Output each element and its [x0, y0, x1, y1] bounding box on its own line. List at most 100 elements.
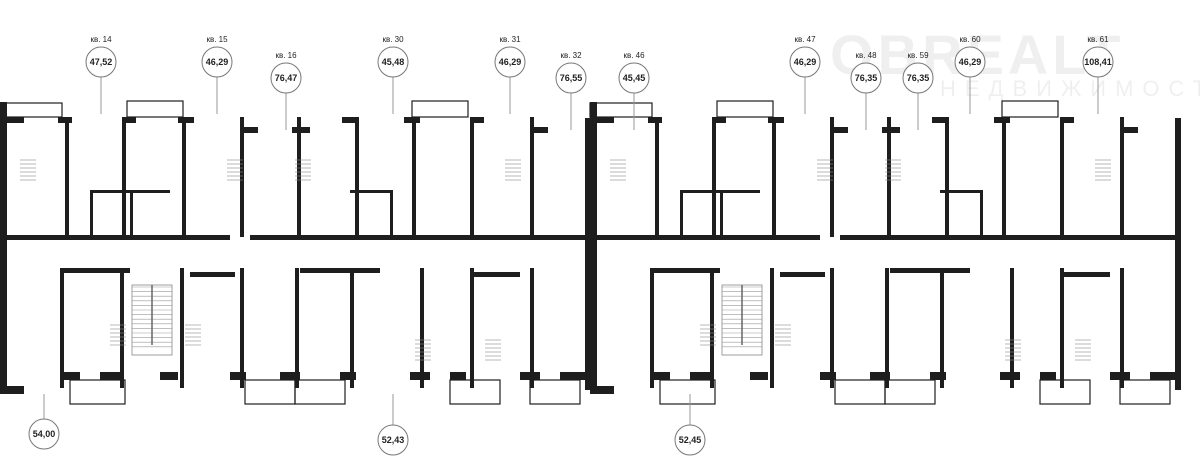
- wall: [690, 372, 710, 380]
- apartment-number: кв. 14: [90, 35, 112, 44]
- wall: [560, 372, 586, 380]
- area-circle: [494, 46, 526, 78]
- wall: [90, 190, 130, 193]
- wall: [1040, 372, 1056, 380]
- wall: [885, 268, 889, 388]
- apartment-number: кв. 47: [794, 35, 816, 44]
- apartment-number: кв. 31: [499, 35, 521, 44]
- wall: [160, 372, 178, 380]
- wall: [350, 190, 390, 193]
- wall: [650, 372, 670, 380]
- balcony: [449, 379, 501, 405]
- wall: [0, 117, 24, 123]
- wall: [530, 268, 534, 388]
- wall: [60, 268, 64, 388]
- area-circle: [1082, 46, 1114, 78]
- balcony: [834, 379, 886, 405]
- wall: [820, 372, 836, 380]
- apartment-number: кв. 30: [382, 35, 404, 44]
- wall: [945, 117, 949, 237]
- area-circle: [902, 62, 934, 94]
- wall: [770, 268, 774, 388]
- balcony: [529, 379, 581, 405]
- wall: [530, 117, 534, 237]
- wall: [90, 190, 93, 235]
- apartment-number: кв. 32: [560, 51, 582, 60]
- wall: [240, 117, 244, 237]
- wall: [342, 117, 356, 123]
- balcony: [659, 379, 716, 405]
- apartment-area: 76,55: [560, 73, 583, 83]
- wall: [890, 268, 970, 273]
- wall: [1060, 272, 1110, 277]
- wall: [1120, 127, 1138, 133]
- wall: [980, 190, 983, 235]
- apartment-area: 76,35: [855, 73, 878, 83]
- wall: [750, 372, 768, 380]
- wall: [680, 190, 720, 193]
- wall: [1060, 117, 1074, 123]
- apartment-area: 76,35: [907, 73, 930, 83]
- wall: [840, 235, 1180, 240]
- wall: [930, 372, 946, 380]
- wall: [350, 268, 354, 388]
- wall: [300, 268, 380, 273]
- wall: [940, 190, 980, 193]
- stairs: [20, 159, 1111, 361]
- wall: [590, 386, 614, 394]
- wall: [520, 372, 540, 380]
- wall: [130, 190, 133, 235]
- wall: [870, 372, 890, 380]
- apartment-area: 46,29: [499, 57, 522, 67]
- apartment-number: кв. 60: [959, 35, 981, 44]
- wall: [887, 117, 891, 237]
- apartment-area: 46,29: [206, 57, 229, 67]
- apartment-number: кв. 46: [623, 51, 645, 60]
- wall: [1010, 268, 1014, 388]
- wall: [655, 117, 659, 237]
- wall: [585, 118, 591, 390]
- apartment-callout: кв. 15 46,29: [201, 35, 233, 114]
- wall: [830, 127, 848, 133]
- apartment-number: кв. 61: [1087, 35, 1109, 44]
- wall: [780, 272, 825, 277]
- area-circle: [789, 46, 821, 78]
- wall: [410, 372, 430, 380]
- wall: [1060, 268, 1064, 388]
- balcony: [1039, 379, 1091, 405]
- wall: [940, 268, 944, 388]
- area-circle: [377, 46, 409, 78]
- apartment-callout: кв. 32 76,55: [555, 51, 587, 130]
- balcony: [1119, 379, 1171, 405]
- wall: [712, 117, 716, 237]
- apartment-area: 45,45: [623, 73, 646, 83]
- balcony: [126, 100, 184, 118]
- wall: [240, 268, 244, 388]
- area-circle: [555, 62, 587, 94]
- apartment-area: 76,47: [275, 73, 298, 83]
- wall: [240, 127, 258, 133]
- balcony: [884, 379, 936, 405]
- wall: [297, 117, 301, 237]
- balcony: [589, 102, 653, 118]
- wall: [470, 117, 484, 123]
- wall: [650, 268, 654, 388]
- balcony: [1001, 100, 1059, 118]
- apartment-number: кв. 15: [206, 35, 228, 44]
- area-circle: [674, 424, 706, 456]
- area-circle: [377, 424, 409, 456]
- wall: [720, 190, 760, 193]
- apartment-callout: 54,00: [28, 394, 60, 450]
- wall: [0, 102, 7, 392]
- wall: [0, 235, 230, 240]
- wall: [190, 272, 235, 277]
- apartment-callout: кв. 46 45,45: [618, 51, 650, 130]
